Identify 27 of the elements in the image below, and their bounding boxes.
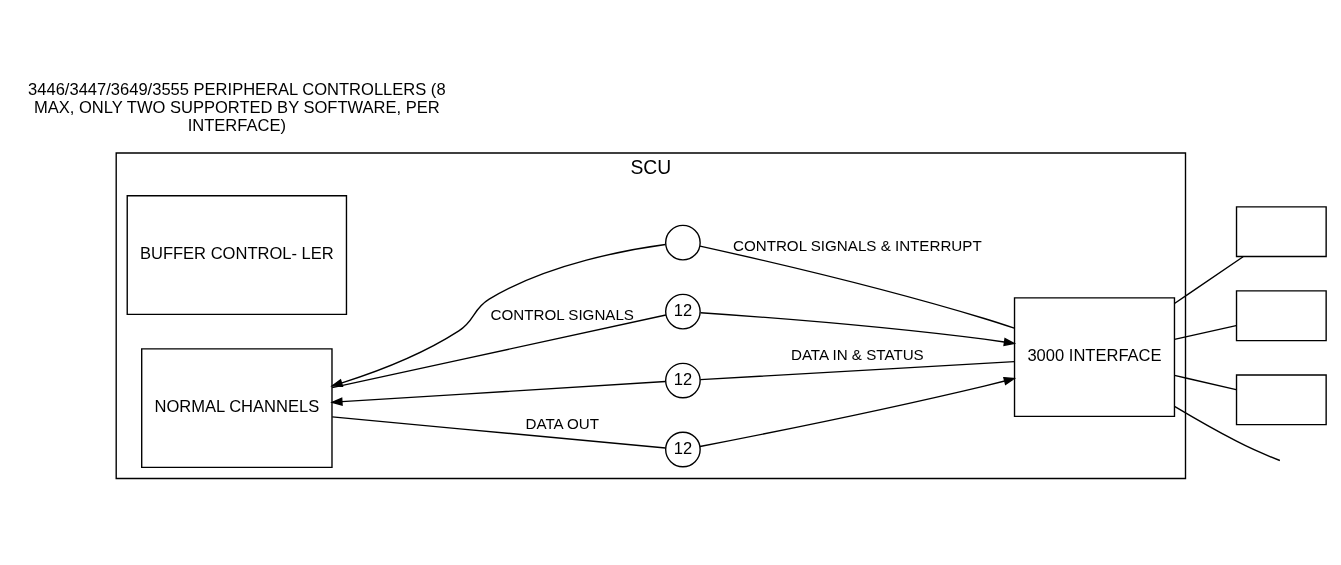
node-circle: 12	[664, 431, 701, 467]
arrow	[699, 376, 1017, 447]
connector	[1173, 405, 1281, 461]
connector	[1173, 255, 1244, 304]
node-circle: 12	[664, 293, 701, 330]
connector	[331, 313, 667, 388]
node-box: BUFFER CONTROL- LER	[126, 194, 348, 315]
node-circle	[664, 224, 701, 261]
connector	[699, 244, 1015, 329]
node-box	[1235, 289, 1327, 341]
edge-label: DATA OUT	[525, 414, 600, 432]
node-box	[1235, 373, 1327, 425]
edge-label: CONTROL SIGNALS & INTERRUPT	[732, 236, 982, 254]
connector	[1173, 374, 1237, 390]
connector	[331, 415, 667, 449]
connector	[699, 360, 1015, 380]
node-circle: 12	[664, 362, 701, 398]
node-box: NORMAL CHANNELS	[141, 347, 333, 468]
arrow	[699, 311, 1017, 346]
edge-label: CONTROL SIGNALS	[490, 305, 634, 323]
arrow	[330, 380, 667, 406]
connector	[1173, 324, 1237, 340]
node-box: 3000 INTERFACE	[1013, 296, 1176, 417]
edge-label: DATA IN & STATUS	[790, 345, 924, 363]
label: 3446/3447/3649/3555 PERIPHERAL CONTROLLERS (8 MAX, ONLY TWO SUPPORTED BY SOFTWARE, PER INTERFACE)	[28, 79, 446, 135]
arrow	[330, 243, 667, 387]
node-box	[1235, 205, 1327, 257]
